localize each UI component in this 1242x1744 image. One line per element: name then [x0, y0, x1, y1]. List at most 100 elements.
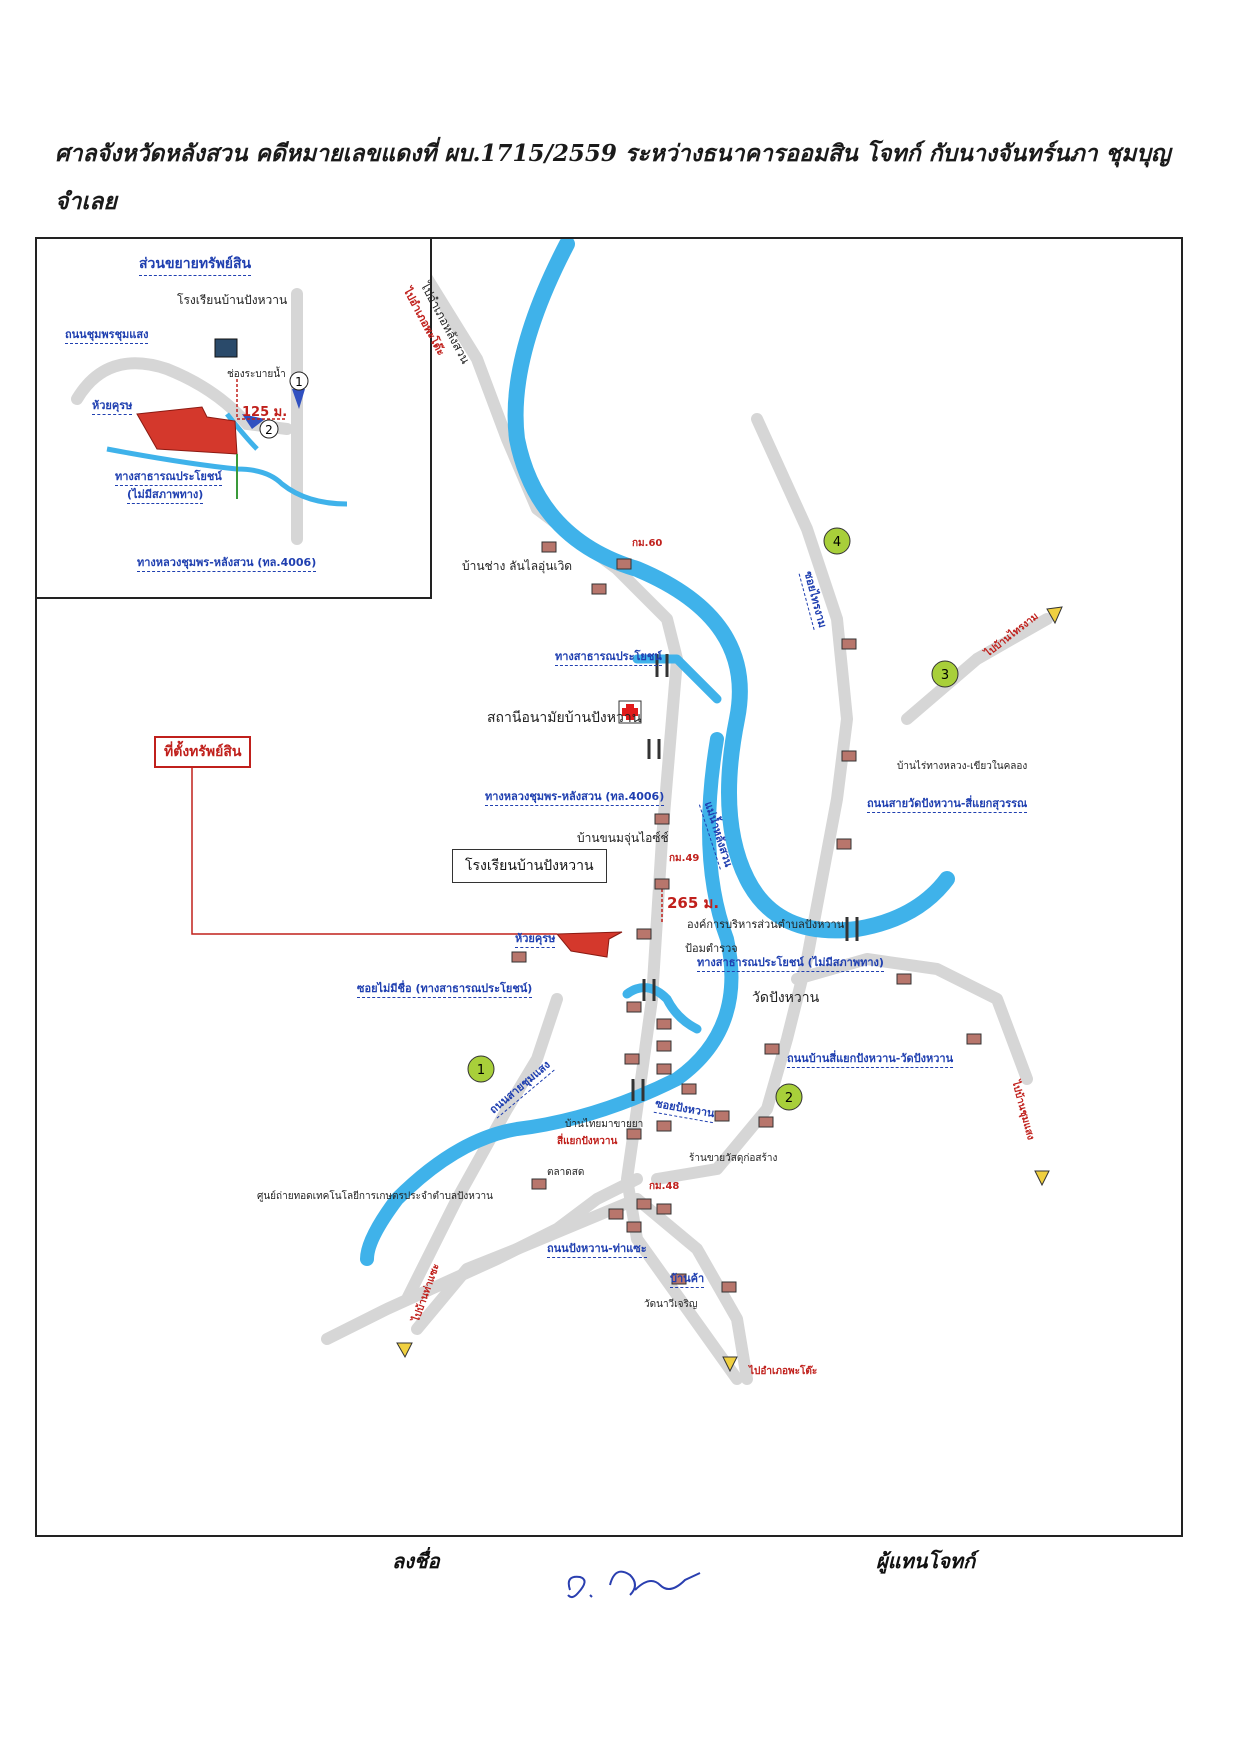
route-marker-3	[931, 660, 959, 688]
house-icon	[654, 878, 670, 890]
road-right-label: ถนนสายวัดปังหวาน-สี่แยกสุวรรณ	[867, 794, 1028, 813]
house-icon	[836, 838, 852, 850]
house-icon	[656, 1018, 672, 1030]
house-mid-label: บ้านขนมจุ่นไอซ์ช์	[577, 831, 669, 845]
road-right-northeast	[901, 613, 1053, 725]
house-icon	[671, 1273, 687, 1285]
house-icon	[656, 1203, 672, 1215]
road-bottom-right-label: ถนนบ้านสี่แยกปังหวาน-วัดปังหวาน	[787, 1049, 954, 1068]
arrow-south	[722, 1356, 738, 1373]
arrow-southwest	[396, 1342, 413, 1359]
inset-stream-2	[225, 412, 259, 451]
highway-mid-label: ทางหลวงชุมพร-หลังสวน (ทล.4006)	[485, 787, 665, 806]
map-frame: 4 3 1 2 1 2 ส่วนขยายทรัพย์สิน โรงเรียนบ้…	[35, 237, 1183, 1537]
inset-marker-1-label: 1	[295, 375, 303, 389]
inset-property-parcel	[136, 406, 238, 455]
inset-canvas: 1 2	[71, 288, 348, 545]
house-icon	[841, 750, 857, 762]
header-line-1: ศาลจังหวัดหลังสวน คดีหมายเลขแดงที่ ผบ.17…	[55, 140, 1171, 167]
house-icon	[656, 1120, 672, 1132]
house-icon	[681, 1083, 697, 1095]
inset-marker-2-label: 2	[265, 423, 273, 437]
signature-scribble	[567, 1570, 701, 1599]
house-icon	[541, 541, 557, 553]
inset-marker-1-arrow	[292, 389, 305, 409]
house-icon	[656, 1040, 672, 1052]
house-icon	[841, 638, 857, 650]
route-marker-1	[467, 1055, 495, 1083]
sign-label: ลงชื่อ	[392, 1549, 440, 1573]
property-location-label: ที่ตั้งทรัพย์สิน	[154, 736, 252, 768]
road-right-east	[791, 953, 1033, 1085]
inset-canal-label: ห้วยคุรษ	[92, 396, 133, 415]
inset-stream	[106, 446, 348, 507]
wat-bottom-label: วัดนาวีเจริญ	[644, 1299, 698, 1310]
police-label: ป้อมตำรวจ	[685, 942, 738, 955]
property-leader-line	[191, 759, 557, 935]
temple-label: วัดปังหวาน	[752, 990, 820, 1006]
health-center-label: สถานีอนามัยบ้านปังหวาน	[487, 710, 642, 726]
inset-title: ส่วนขยายทรัพย์สิน	[139, 253, 252, 276]
house-icon	[721, 1281, 737, 1293]
river-south	[360, 732, 739, 1266]
mosque-label: บ้านค้า	[670, 1269, 705, 1288]
river-main	[507, 239, 955, 939]
house-icon	[624, 1053, 640, 1065]
house-icon	[626, 1001, 642, 1013]
house-icon	[591, 583, 607, 595]
inset-road-left-label: ถนนชุมพรชุมแสง	[65, 325, 149, 344]
inset-public-way-note: (ไม่มีสภาพทาง)	[127, 485, 204, 504]
stream-2	[622, 983, 702, 1034]
house-icon	[896, 973, 912, 985]
map-canvas: 4 3 1 2	[191, 239, 1063, 1385]
road-network	[321, 248, 1053, 1385]
property-parcel	[555, 931, 623, 958]
road-pang-bottom-label: ถนนปังหวาน-ท่าแซะ	[547, 1239, 647, 1258]
inset-marker-1	[289, 371, 309, 391]
river-network	[360, 239, 955, 1266]
to-bottom-label: ไปอำเภอพะโต๊ะ	[749, 1366, 818, 1377]
inset-distance-line	[236, 379, 287, 420]
route-marker-4-label: 4	[833, 535, 841, 550]
house-icon	[636, 1198, 652, 1210]
route-marker-2-label: 2	[785, 1091, 793, 1106]
canal-main-label: ห้วยคุรษ	[515, 929, 556, 948]
arrow-northeast	[1046, 606, 1063, 625]
market-house-label: บ้านไทยมาขายยา	[565, 1119, 644, 1130]
road-bottom-south	[631, 1193, 753, 1385]
house-right-label: บ้านไร่ทางหลวง-เขียวในคลอง	[897, 761, 1028, 772]
inset-map: 1 2 ส่วนขยายทรัพย์สิน โรงเรียนบ้านปังหวา…	[37, 239, 432, 599]
inset-road-left	[71, 357, 293, 435]
public-way-top-label: ทางสาธารณประโยชน์	[555, 647, 662, 666]
house-icon	[531, 1178, 547, 1190]
route-marker-4	[823, 527, 851, 555]
house-icon	[511, 951, 527, 963]
house-icon	[758, 1116, 774, 1128]
house-school-label: บ้านช่าง ลันไลอุ่นเวิด	[462, 559, 573, 573]
public-way-right-label: ทางสาธารณประโยชน์ (ไม่มีสภาพทาง)	[697, 953, 884, 972]
road-right-vertical	[651, 413, 853, 1185]
center-label: ศูนย์ถ่ายทอดเทคโนโลยีการเกษตรประจำตำบลปั…	[257, 1191, 493, 1202]
inset-marker-2-arrow	[242, 414, 265, 429]
market-label: ตลาดสด	[547, 1167, 585, 1178]
km48-label: กม.48	[649, 1181, 680, 1192]
route-markers	[467, 527, 959, 1111]
plaintiff-rep-label: ผู้แทนโจทก์	[876, 1549, 976, 1573]
header-line-2: จำเลย	[55, 188, 117, 215]
school-box-label: โรงเรียนบ้านปังหวาน	[452, 849, 607, 883]
house-icon	[626, 1221, 642, 1233]
stream-1	[632, 654, 722, 704]
route-marker-2	[775, 1083, 803, 1111]
inset-highway-label: ทางหลวงชุมพร-หลังสวน (ทล.4006)	[137, 553, 317, 572]
lane-main-label: ซอยไม่มีชื่อ (ทางสาธารณประโยชน์)	[357, 979, 533, 998]
shop-label: ร้านขายวัสดุก่อสร้าง	[689, 1153, 778, 1164]
document-header: ศาลจังหวัดหลังสวน คดีหมายเลขแดงที่ ผบ.17…	[55, 130, 1195, 226]
house-icon	[616, 558, 632, 570]
org-office-label: องค์การบริหารส่วนตำบลปังหวาน	[687, 918, 845, 931]
route-marker-1-label: 1	[477, 1063, 485, 1078]
distance-main-label: 265 ม.	[667, 894, 720, 912]
km49-label: กม.49	[669, 853, 700, 864]
inset-distance-label: 125 ม.	[242, 405, 288, 420]
route-marker-3-label: 3	[941, 668, 949, 683]
road-bottom-left	[411, 1193, 643, 1335]
